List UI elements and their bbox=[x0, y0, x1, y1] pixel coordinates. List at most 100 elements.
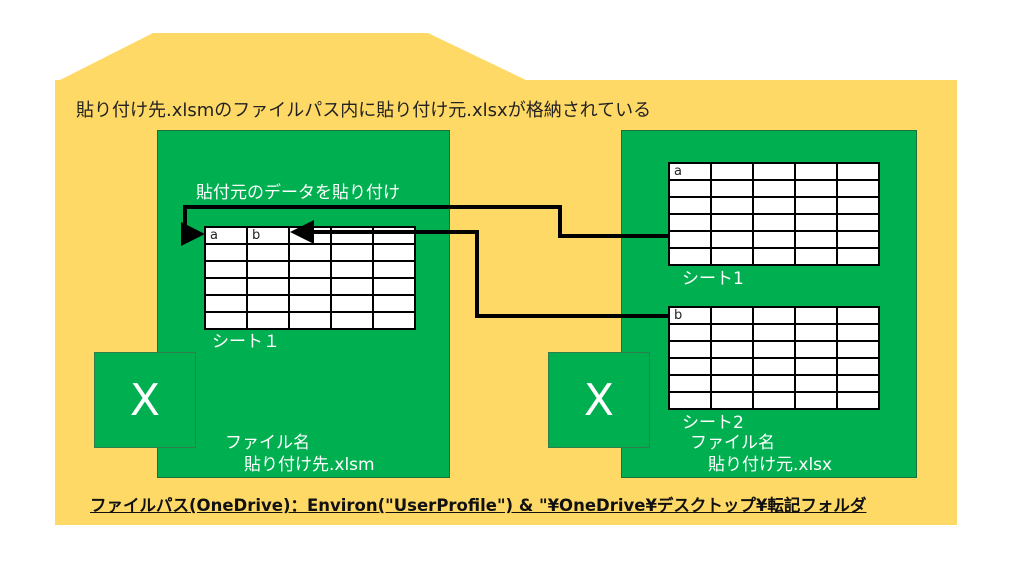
sheet-cell bbox=[838, 198, 878, 213]
sheet-cell bbox=[754, 359, 794, 374]
sheet-cell bbox=[838, 215, 878, 230]
sheet-cell: b bbox=[670, 308, 710, 323]
dest-file-name: 貼り付け先.xlsm bbox=[244, 455, 375, 475]
sheet-cell bbox=[290, 228, 330, 243]
sheet-cell bbox=[796, 232, 836, 247]
sheet-cell bbox=[796, 198, 836, 213]
sheet-cell bbox=[796, 359, 836, 374]
sheet-cell bbox=[796, 376, 836, 391]
sheet-cell bbox=[670, 359, 710, 374]
sheet-cell bbox=[670, 215, 710, 230]
source-sheet1-label: シート1 bbox=[682, 269, 744, 289]
sheet-cell bbox=[712, 164, 752, 179]
sheet-cell bbox=[712, 249, 752, 264]
sheet-cell: b bbox=[248, 228, 288, 243]
sheet-cell bbox=[712, 181, 752, 196]
sheet-cell bbox=[838, 232, 878, 247]
dest-file-label-prefix: ファイル名 bbox=[225, 433, 310, 453]
sheet-cell bbox=[838, 376, 878, 391]
sheet-cell bbox=[712, 325, 752, 340]
sheet-cell bbox=[670, 181, 710, 196]
sheet-cell bbox=[248, 279, 288, 294]
excel-icon: X bbox=[548, 352, 650, 448]
sheet-cell bbox=[838, 308, 878, 323]
sheet-cell bbox=[754, 325, 794, 340]
folder-title: 貼り付け先.xlsmのファイルパス内に貼り付け元.xlsxが格納されている bbox=[76, 100, 652, 121]
sheet-cell bbox=[754, 376, 794, 391]
sheet-cell bbox=[670, 325, 710, 340]
sheet-cell bbox=[290, 313, 330, 328]
sheet-cell bbox=[796, 215, 836, 230]
sheet-cell bbox=[754, 249, 794, 264]
sheet-cell bbox=[754, 232, 794, 247]
sheet-cell bbox=[754, 342, 794, 357]
sheet-cell bbox=[332, 262, 372, 277]
sheet-cell bbox=[838, 325, 878, 340]
sheet-cell bbox=[754, 181, 794, 196]
sheet-cell bbox=[754, 164, 794, 179]
sheet-cell bbox=[712, 393, 752, 408]
sheet-cell bbox=[374, 262, 414, 277]
sheet-cell bbox=[796, 325, 836, 340]
sheet-cell bbox=[332, 228, 372, 243]
sheet-cell bbox=[838, 249, 878, 264]
sheet-cell bbox=[206, 279, 246, 294]
sheet-cell bbox=[670, 393, 710, 408]
sheet-cell bbox=[248, 296, 288, 311]
sheet-cell bbox=[712, 198, 752, 213]
sheet-cell bbox=[796, 393, 836, 408]
sheet-cell bbox=[796, 308, 836, 323]
sheet-cell bbox=[374, 279, 414, 294]
sheet-cell bbox=[670, 342, 710, 357]
sheet-cell bbox=[712, 232, 752, 247]
sheet-cell bbox=[670, 249, 710, 264]
sheet-cell bbox=[754, 308, 794, 323]
sheet-cell bbox=[754, 393, 794, 408]
source-file-label-prefix: ファイル名 bbox=[690, 433, 775, 453]
sheet-cell bbox=[374, 313, 414, 328]
sheet-cell bbox=[206, 313, 246, 328]
sheet-cell bbox=[796, 181, 836, 196]
source-sheet2-label: シート2 bbox=[682, 413, 744, 433]
sheet-cell bbox=[290, 245, 330, 260]
sheet-cell bbox=[374, 245, 414, 260]
source-sheet1-grid: a bbox=[668, 162, 880, 266]
folder-tab bbox=[58, 33, 528, 81]
sheet-cell bbox=[838, 181, 878, 196]
sheet-cell bbox=[374, 296, 414, 311]
sheet-cell bbox=[712, 359, 752, 374]
sheet-cell bbox=[796, 164, 836, 179]
sheet-cell bbox=[206, 296, 246, 311]
sheet-cell bbox=[332, 279, 372, 294]
sheet-cell bbox=[796, 342, 836, 357]
sheet-cell bbox=[838, 164, 878, 179]
sheet-cell bbox=[248, 313, 288, 328]
sheet-cell bbox=[206, 262, 246, 277]
dest-sheet-label: シート１ bbox=[212, 332, 280, 352]
sheet-cell bbox=[290, 279, 330, 294]
sheet-cell bbox=[248, 245, 288, 260]
source-file-name: 貼り付け元.xlsx bbox=[708, 455, 833, 475]
sheet-cell bbox=[670, 232, 710, 247]
sheet-cell bbox=[754, 215, 794, 230]
sheet-cell bbox=[670, 376, 710, 391]
sheet-cell bbox=[670, 198, 710, 213]
sheet-cell bbox=[332, 245, 372, 260]
sheet-cell bbox=[838, 342, 878, 357]
sheet-cell bbox=[290, 262, 330, 277]
sheet-cell bbox=[712, 308, 752, 323]
sheet-cell bbox=[712, 376, 752, 391]
sheet-cell: a bbox=[206, 228, 246, 243]
sheet-cell bbox=[248, 262, 288, 277]
sheet-cell bbox=[838, 393, 878, 408]
file-path-label: ファイルパス(OneDrive)：Environ("UserProfile") … bbox=[90, 496, 867, 515]
sheet-cell bbox=[712, 215, 752, 230]
sheet-cell bbox=[206, 245, 246, 260]
sheet-cell bbox=[838, 359, 878, 374]
paste-action-label: 貼付元のデータを貼り付け bbox=[196, 183, 400, 203]
sheet-cell bbox=[332, 296, 372, 311]
source-sheet2-grid: b bbox=[668, 306, 880, 410]
sheet-cell bbox=[796, 249, 836, 264]
sheet-cell: a bbox=[670, 164, 710, 179]
